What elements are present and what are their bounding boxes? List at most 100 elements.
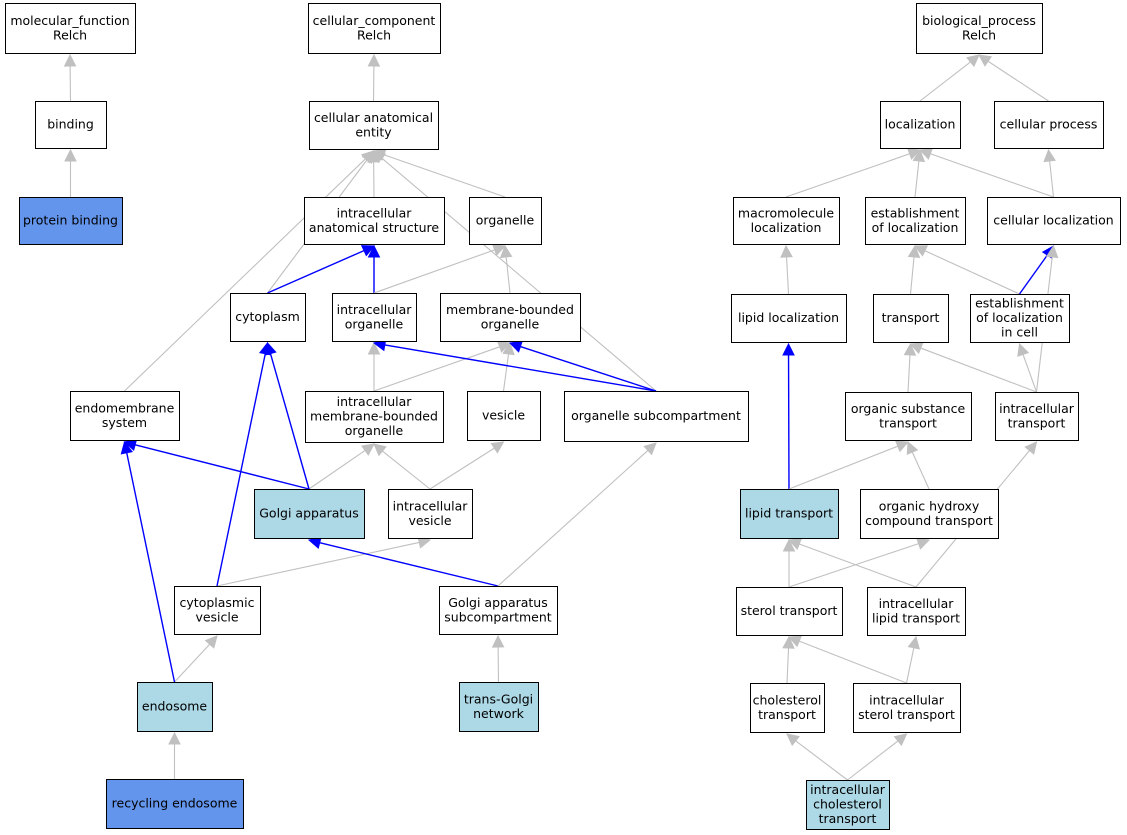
node-label-line: lipid transport <box>872 610 960 625</box>
edge-cae-to-cc_root <box>367 53 381 102</box>
edge-line <box>134 444 310 490</box>
edge-arrowhead <box>373 443 387 457</box>
edge-golgi-to-cytoplasm <box>264 341 310 490</box>
edge-line <box>788 445 899 490</box>
node-label-line: cytoplasmic <box>180 595 255 610</box>
node-box <box>305 391 444 443</box>
edge-io-to-organelle <box>373 244 507 294</box>
edge-line <box>216 541 420 587</box>
node-endosome[interactable]: endosome <box>137 682 213 732</box>
node-box <box>19 197 123 245</box>
edge-line <box>126 452 176 683</box>
edge-line <box>930 153 1054 198</box>
node-box <box>332 293 417 342</box>
edge-it-to-transport <box>909 342 1037 393</box>
node-binding[interactable]: binding <box>35 101 107 149</box>
edge-cytoplasm-to-ias <box>267 245 376 294</box>
edge-arrowhead <box>912 148 926 163</box>
node-label-line: intracellular <box>393 498 469 513</box>
edge-arrowhead <box>918 148 933 160</box>
node-label-line: intracellular <box>810 782 886 797</box>
edge-line <box>798 640 907 684</box>
edge-arrowhead <box>367 244 381 258</box>
edge-ilt-to-lt <box>787 538 917 588</box>
node-box <box>873 294 949 343</box>
edge-line <box>373 346 500 392</box>
node-label-line: protein binding <box>23 213 118 228</box>
edge-gasc-to-golgi <box>307 536 499 587</box>
node-box <box>564 391 749 442</box>
edge-arrowhead <box>360 245 376 257</box>
node-label-line: membrane-bounded <box>446 302 574 317</box>
node-box <box>865 197 966 245</box>
edge-iv-to-vesicle <box>429 441 505 490</box>
node-osc[interactable]: organelle subcompartment <box>564 391 749 442</box>
node-label-line: macromolecule <box>738 205 834 220</box>
node-golgi[interactable]: Golgi apparatus <box>254 489 365 539</box>
node-cp[interactable]: cellular process <box>994 101 1104 149</box>
edge-arrowhead <box>372 150 387 164</box>
edge-arrowhead <box>906 440 919 456</box>
edge-line <box>383 154 506 198</box>
node-cytoplasm[interactable]: cytoplasm <box>230 293 306 342</box>
node-protein_binding[interactable]: protein binding <box>19 197 123 245</box>
edge-arrowhead <box>367 53 381 67</box>
node-label-line: Relch <box>357 27 391 42</box>
node-label-line: intracellular <box>337 394 413 409</box>
node-label-line: establishment <box>975 296 1064 311</box>
edge-line <box>785 153 910 198</box>
edge-iv-to-imbo <box>373 443 431 490</box>
node-label-line: organic hydroxy <box>879 498 980 513</box>
node-label-line: Golgi apparatus <box>259 506 359 521</box>
node-re[interactable]: recycling endosome <box>106 779 244 829</box>
edge-arrowhead <box>782 538 796 552</box>
node-label-line: lipid localization <box>738 310 839 325</box>
node-ll[interactable]: lipid localization <box>731 294 847 343</box>
node-label-line: cholesterol <box>813 797 882 812</box>
node-box <box>867 587 966 636</box>
edge-line <box>520 345 657 392</box>
node-st[interactable]: sterol transport <box>736 587 843 636</box>
node-cl[interactable]: cellular localization <box>987 197 1121 245</box>
edge-line <box>373 249 495 294</box>
node-organelle[interactable]: organelle <box>469 197 542 245</box>
node-label-line: of localization <box>976 310 1063 325</box>
edge-line <box>907 354 911 393</box>
node-loc[interactable]: localization <box>880 101 961 149</box>
edge-line <box>911 451 930 490</box>
node-transport[interactable]: transport <box>873 294 949 343</box>
node-vesicle[interactable]: vesicle <box>467 391 541 441</box>
edge-ict-to-ct <box>786 733 848 781</box>
edge-ist-to-st <box>787 635 907 684</box>
edge-arrowhead <box>502 341 515 356</box>
edge-arrowhead <box>492 244 507 256</box>
node-label-line: Relch <box>962 27 996 42</box>
node-label-line: organelle <box>476 213 535 228</box>
edge-line <box>788 543 919 588</box>
node-lt[interactable]: lipid transport <box>740 489 839 539</box>
node-box <box>308 3 441 54</box>
